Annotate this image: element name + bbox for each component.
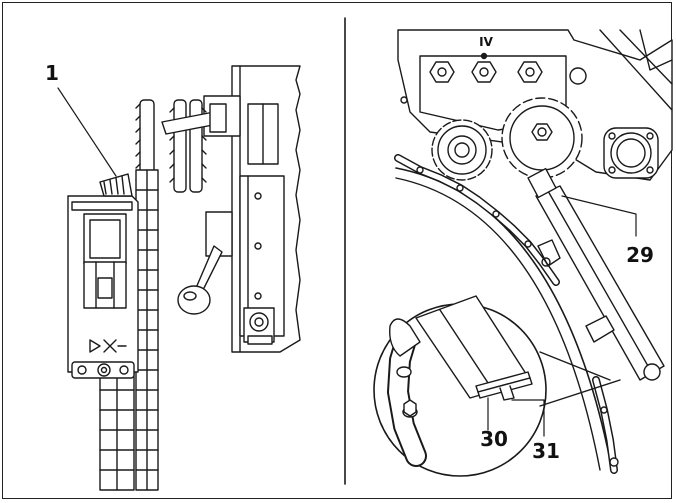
gearbox-housing bbox=[67, 173, 139, 379]
sprocket-label: IV bbox=[479, 35, 493, 49]
callout-29: 29 bbox=[626, 243, 654, 267]
callout-31-leader bbox=[511, 399, 545, 437]
drum-arc-inner bbox=[395, 177, 601, 471]
bearing-flange bbox=[603, 127, 659, 179]
callout-31: 31 bbox=[532, 439, 560, 463]
callout-1-leader bbox=[57, 87, 117, 177]
detail-magnifier bbox=[373, 295, 621, 477]
handle-knob bbox=[177, 211, 233, 315]
callout-1: 1 bbox=[45, 61, 59, 85]
callout-30: 30 bbox=[480, 427, 508, 451]
small-sprocket bbox=[431, 119, 493, 181]
drum-chain bbox=[394, 154, 619, 474]
tensioner-arm bbox=[527, 167, 665, 381]
vertical-chain bbox=[99, 169, 159, 491]
upper-sprockets bbox=[135, 99, 227, 193]
large-sprocket bbox=[501, 97, 583, 179]
left-panel-drive-assembly bbox=[57, 65, 301, 491]
figure-frame bbox=[2, 2, 672, 499]
callout-29-leader bbox=[561, 195, 637, 237]
right-panel-sprocket-assembly: IV bbox=[373, 29, 673, 477]
